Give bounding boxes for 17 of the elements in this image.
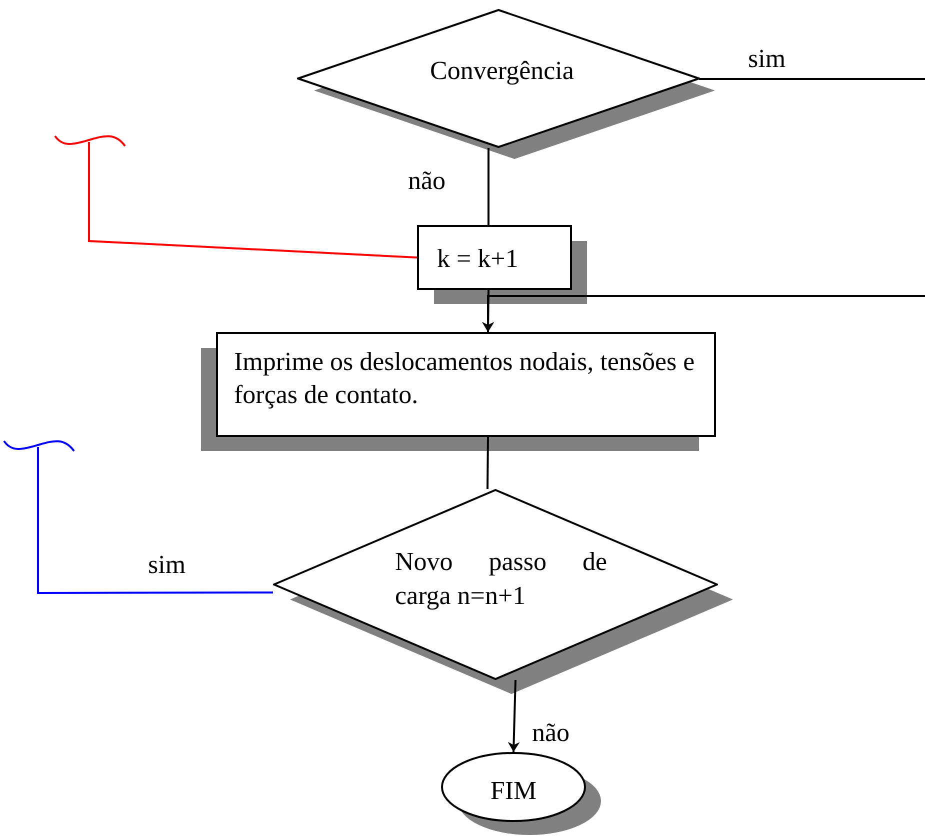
node-text: FIM bbox=[489, 775, 538, 807]
connector-line bbox=[699, 78, 925, 80]
decision-diamond bbox=[273, 489, 718, 680]
connector-line bbox=[488, 148, 490, 225]
decision-diamond bbox=[297, 9, 700, 148]
terminal-ellipse bbox=[441, 752, 586, 822]
connector-line bbox=[88, 142, 418, 258]
process-box bbox=[417, 225, 572, 290]
arrow bbox=[482, 290, 494, 332]
node-text: Novo passo de carga n=n+1 bbox=[395, 546, 607, 612]
process-box bbox=[216, 332, 716, 437]
connector-line bbox=[486, 436, 489, 490]
node-text: Convergência bbox=[429, 55, 575, 87]
node-text: k = k+1 bbox=[437, 243, 518, 275]
connector-line bbox=[37, 447, 273, 594]
node-text: Imprime os deslocamentos nodais, tensões e forças de contato. bbox=[234, 346, 696, 410]
arrow bbox=[508, 680, 520, 752]
